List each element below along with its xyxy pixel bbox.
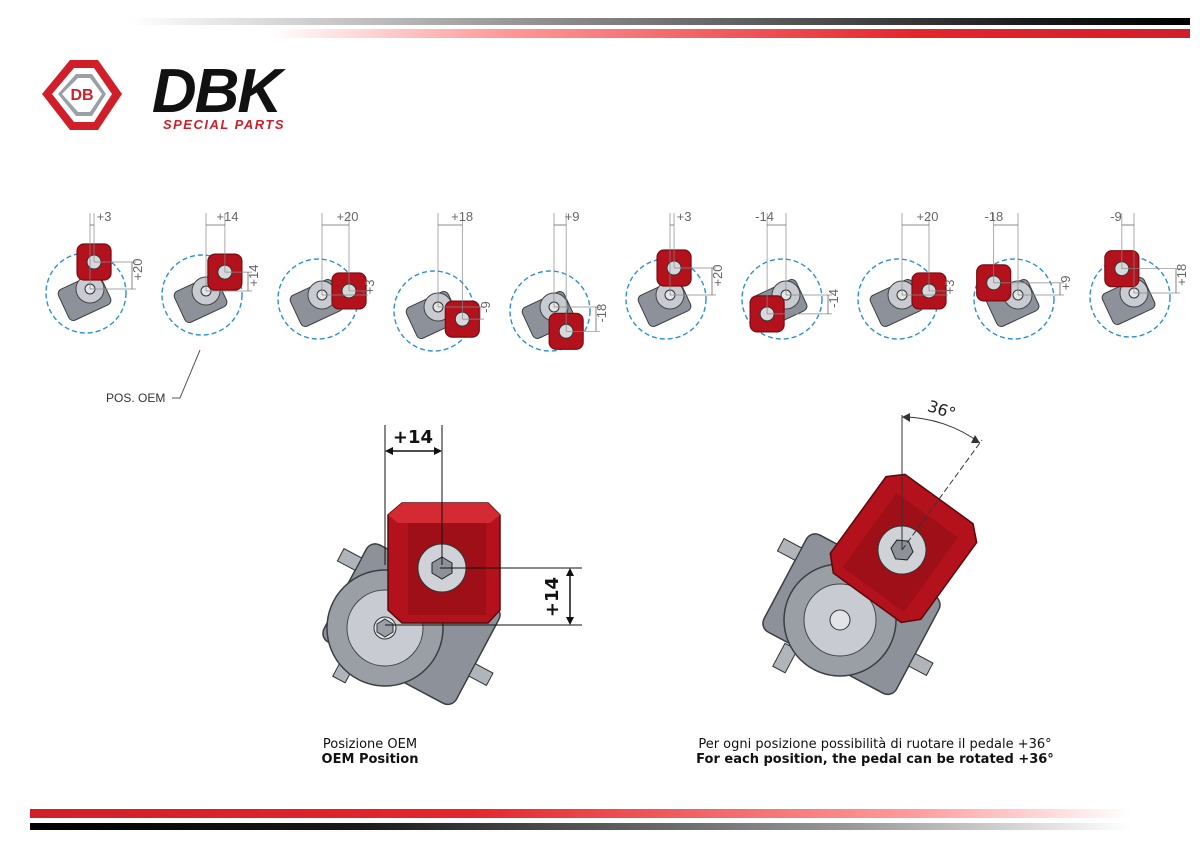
dim-label-v: +18: [1174, 264, 1189, 286]
dim-label-v: +14: [246, 265, 261, 287]
dim-label-v: -14: [826, 289, 841, 308]
position-thumb-10: -9 +18: [1089, 209, 1189, 338]
detail-rotation: 36°: [760, 395, 1020, 705]
position-thumb-4: +18 -9: [393, 209, 493, 352]
position-thumb-1: +3 +20: [45, 209, 145, 334]
position-range-circle: [161, 254, 243, 336]
position-thumb-7: -14 -14: [741, 209, 841, 340]
oem-label: POS. OEM: [106, 391, 165, 405]
position-thumb-9: -18 +9: [973, 209, 1073, 340]
position-thumb-8: +20 +3: [857, 209, 957, 340]
dim-horizontal: +14: [393, 427, 433, 448]
dim-label-v: +20: [130, 258, 145, 280]
caption-oem-it: Posizione OEM: [322, 737, 418, 752]
dim-label-h: -18: [984, 209, 1003, 224]
caption-oem: Posizione OEM OEM Position: [290, 737, 450, 767]
top-stripe-red: [270, 29, 1190, 38]
caption-oem-en: OEM Position: [321, 752, 419, 767]
positions-strip: +3 +20 +14 +14 +20 +3 +18 -9 +9 -18 +3 +20 -14 -14 +20…: [0, 195, 1200, 410]
dim-label-v: +9: [1058, 276, 1073, 291]
logo-name: DBK: [152, 57, 287, 126]
rotation-angle: 36°: [925, 396, 958, 423]
position-range-circle: [741, 258, 823, 340]
detail-oem: +14 +14: [290, 415, 610, 725]
position-thumb-6: +3 +20: [625, 209, 725, 340]
logo-diamond-icon: [42, 60, 122, 130]
dim-vertical: +14: [542, 577, 563, 617]
dim-label-v: +20: [710, 264, 725, 286]
logo-monogram: DB: [70, 87, 93, 104]
top-stripe-dark: [130, 18, 1190, 25]
bottom-stripe-red: [30, 809, 1130, 818]
oem-callout: POS. OEM: [100, 340, 220, 410]
caption-rotation-it: Per ogni posizione possibilità di ruotar…: [698, 737, 1052, 752]
position-thumb-5: +9 -18: [509, 209, 609, 352]
logo-tagline: SPECIAL PARTS: [163, 117, 285, 132]
dim-label-h: +18: [451, 209, 473, 224]
position-thumb-3: +20 +3: [277, 209, 377, 340]
caption-rotation: Per ogni posizione possibilità di ruotar…: [660, 737, 1090, 767]
dim-label-v: +3: [942, 280, 957, 295]
position-thumb-2: +14 +14: [161, 209, 261, 336]
dbk-logo: DB DBK SPECIAL PARTS: [34, 52, 324, 138]
dim-label-h: +3: [677, 209, 692, 224]
dim-label-v: -9: [478, 301, 493, 313]
dim-label-h: +3: [97, 209, 112, 224]
dim-label-h: +20: [916, 209, 938, 224]
dim-label-h: +20: [336, 209, 358, 224]
dim-label-v: +3: [362, 280, 377, 295]
dim-label-h: -14: [755, 209, 774, 224]
position-range-circle: [973, 258, 1055, 340]
caption-rotation-en: For each position, the pedal can be rota…: [696, 752, 1054, 767]
dim-label-h: +9: [565, 209, 580, 224]
dim-label-v: -18: [594, 304, 609, 323]
dim-label-h: +14: [216, 209, 238, 224]
position-range-circle: [509, 270, 591, 352]
bottom-stripe-dark: [30, 823, 1130, 830]
dim-label-h: -9: [1110, 209, 1122, 224]
